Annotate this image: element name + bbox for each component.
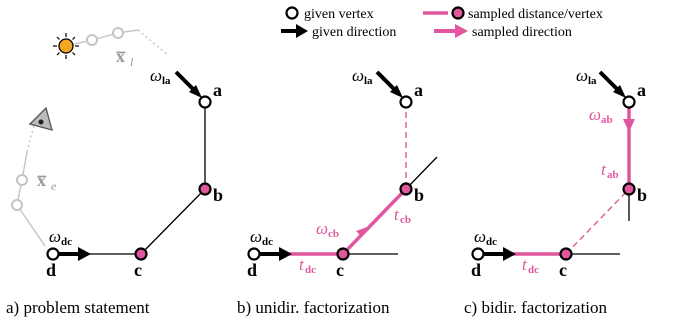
sampled-segment-cb [341,187,408,256]
svg-text:la: la [162,75,171,87]
svg-text:ω: ω [576,66,588,85]
vertex-label-c: c [134,260,142,280]
svg-text:x̅: x̅ [116,46,126,66]
omega-dc-label-c: ω dc [474,227,497,248]
svg-text:cb: cb [328,228,339,240]
omega-ab-arrow [623,119,635,132]
svg-text:la: la [588,75,597,87]
vertex-label-d-b: d [247,260,257,280]
legend: given vertex given direction sampled dis… [281,6,603,40]
omega-dc-label: ω dc [49,227,72,248]
svg-text:ω: ω [250,227,262,246]
svg-text:ω: ω [589,105,601,124]
vertex-d [46,247,60,261]
t-dc-label-c: t dc [522,255,539,276]
omega-dc-label-b: ω dc [250,227,273,248]
sun-icon [53,33,79,59]
t-dc-label: t dc [299,255,316,276]
vertex-label-a: a [213,80,222,100]
legend-sampled-direction-label: sampled direction [472,25,572,40]
svg-text:ω: ω [474,227,486,246]
omega-ab-label: ω ab [589,105,613,126]
omega-la-label: ω la [150,66,171,87]
vertex-label-b-c: b [637,185,647,205]
vertex-a-c [622,95,636,109]
svg-text:ω: ω [150,66,162,85]
vertex-label-c-b: c [336,260,344,280]
caption-c: c) bidir. factorization [464,298,608,317]
t-ab-label: t ab [601,160,619,181]
svg-text:dc: dc [305,264,316,276]
omega-dc-arrow [55,247,91,261]
vertex-c [134,247,148,261]
omega-la-label-c: ω la [576,66,597,87]
svg-text:dc: dc [528,264,539,276]
t-cb-label: t cb [394,205,411,226]
svg-text:dc: dc [61,236,72,248]
panel-c: a b c d ω la ω dc ω ab t ab t dc [471,66,647,280]
omega-dc-arrow-c [480,247,516,261]
omega-cb-arrow [356,226,370,237]
eye-path-label: x̅ e [37,170,57,193]
vertex-b-c [622,182,636,196]
svg-text:ab: ab [607,169,619,181]
panel-a: x̅ l x̅ e [11,27,223,280]
omega-la-arrow-b [375,70,403,98]
svg-text:ω: ω [49,227,61,246]
legend-given-direction-icon [281,24,308,38]
eye-icon [28,106,53,131]
svg-text:la: la [364,75,373,87]
svg-text:e: e [51,179,57,193]
vertex-label-a-b: a [414,80,423,100]
vertex-b-b [399,182,413,196]
omega-la-arrow-c [598,70,626,98]
svg-text:ω: ω [316,219,328,238]
vertex-label-d: d [46,260,56,280]
omega-dc-arrow-b [256,247,292,261]
legend-given-direction-label: given direction [312,25,396,40]
vertex-label-b-b: b [414,185,424,205]
light-subpath [65,29,139,47]
svg-text:ω: ω [352,66,364,85]
svg-text:t: t [299,255,305,274]
caption-b: b) unidir. factorization [237,298,390,317]
legend-sampled-vertex-icon [423,6,465,20]
omega-cb-label: ω cb [316,219,339,240]
omega-la-arrow [174,70,202,98]
svg-text:cb: cb [400,214,411,226]
vertex-label-c-c: c [559,260,567,280]
vertex-a-b [399,95,413,109]
svg-text:ab: ab [601,114,613,126]
svg-text:t: t [601,160,607,179]
vertex-d-c [471,247,485,261]
caption-a: a) problem statement [6,298,150,317]
legend-sampled-direction-icon [434,24,468,38]
vertex-c-b [336,247,350,261]
vertex-label-d-c: d [471,260,481,280]
svg-text:dc: dc [486,236,497,248]
legend-given-vertex-icon [285,6,299,20]
vertex-d-b [247,247,261,261]
vertex-a [198,95,212,109]
vertex-label-a-c: a [637,80,646,100]
svg-text:x̅: x̅ [37,170,47,190]
light-path-label: x̅ l [116,46,134,69]
vertex-c-c [559,247,573,261]
vertex-b [198,182,212,196]
panel-b: a b c d ω la ω dc ω cb t cb t dc [247,66,438,280]
svg-text:dc: dc [262,236,273,248]
svg-text:l: l [130,55,134,69]
legend-sampled-vertex-label: sampled distance/vertex [468,7,603,22]
svg-text:t: t [394,205,400,224]
legend-given-vertex-label: given vertex [304,7,374,22]
omega-la-label-b: ω la [352,66,373,87]
svg-text:t: t [522,255,528,274]
vertex-label-b: b [213,185,223,205]
